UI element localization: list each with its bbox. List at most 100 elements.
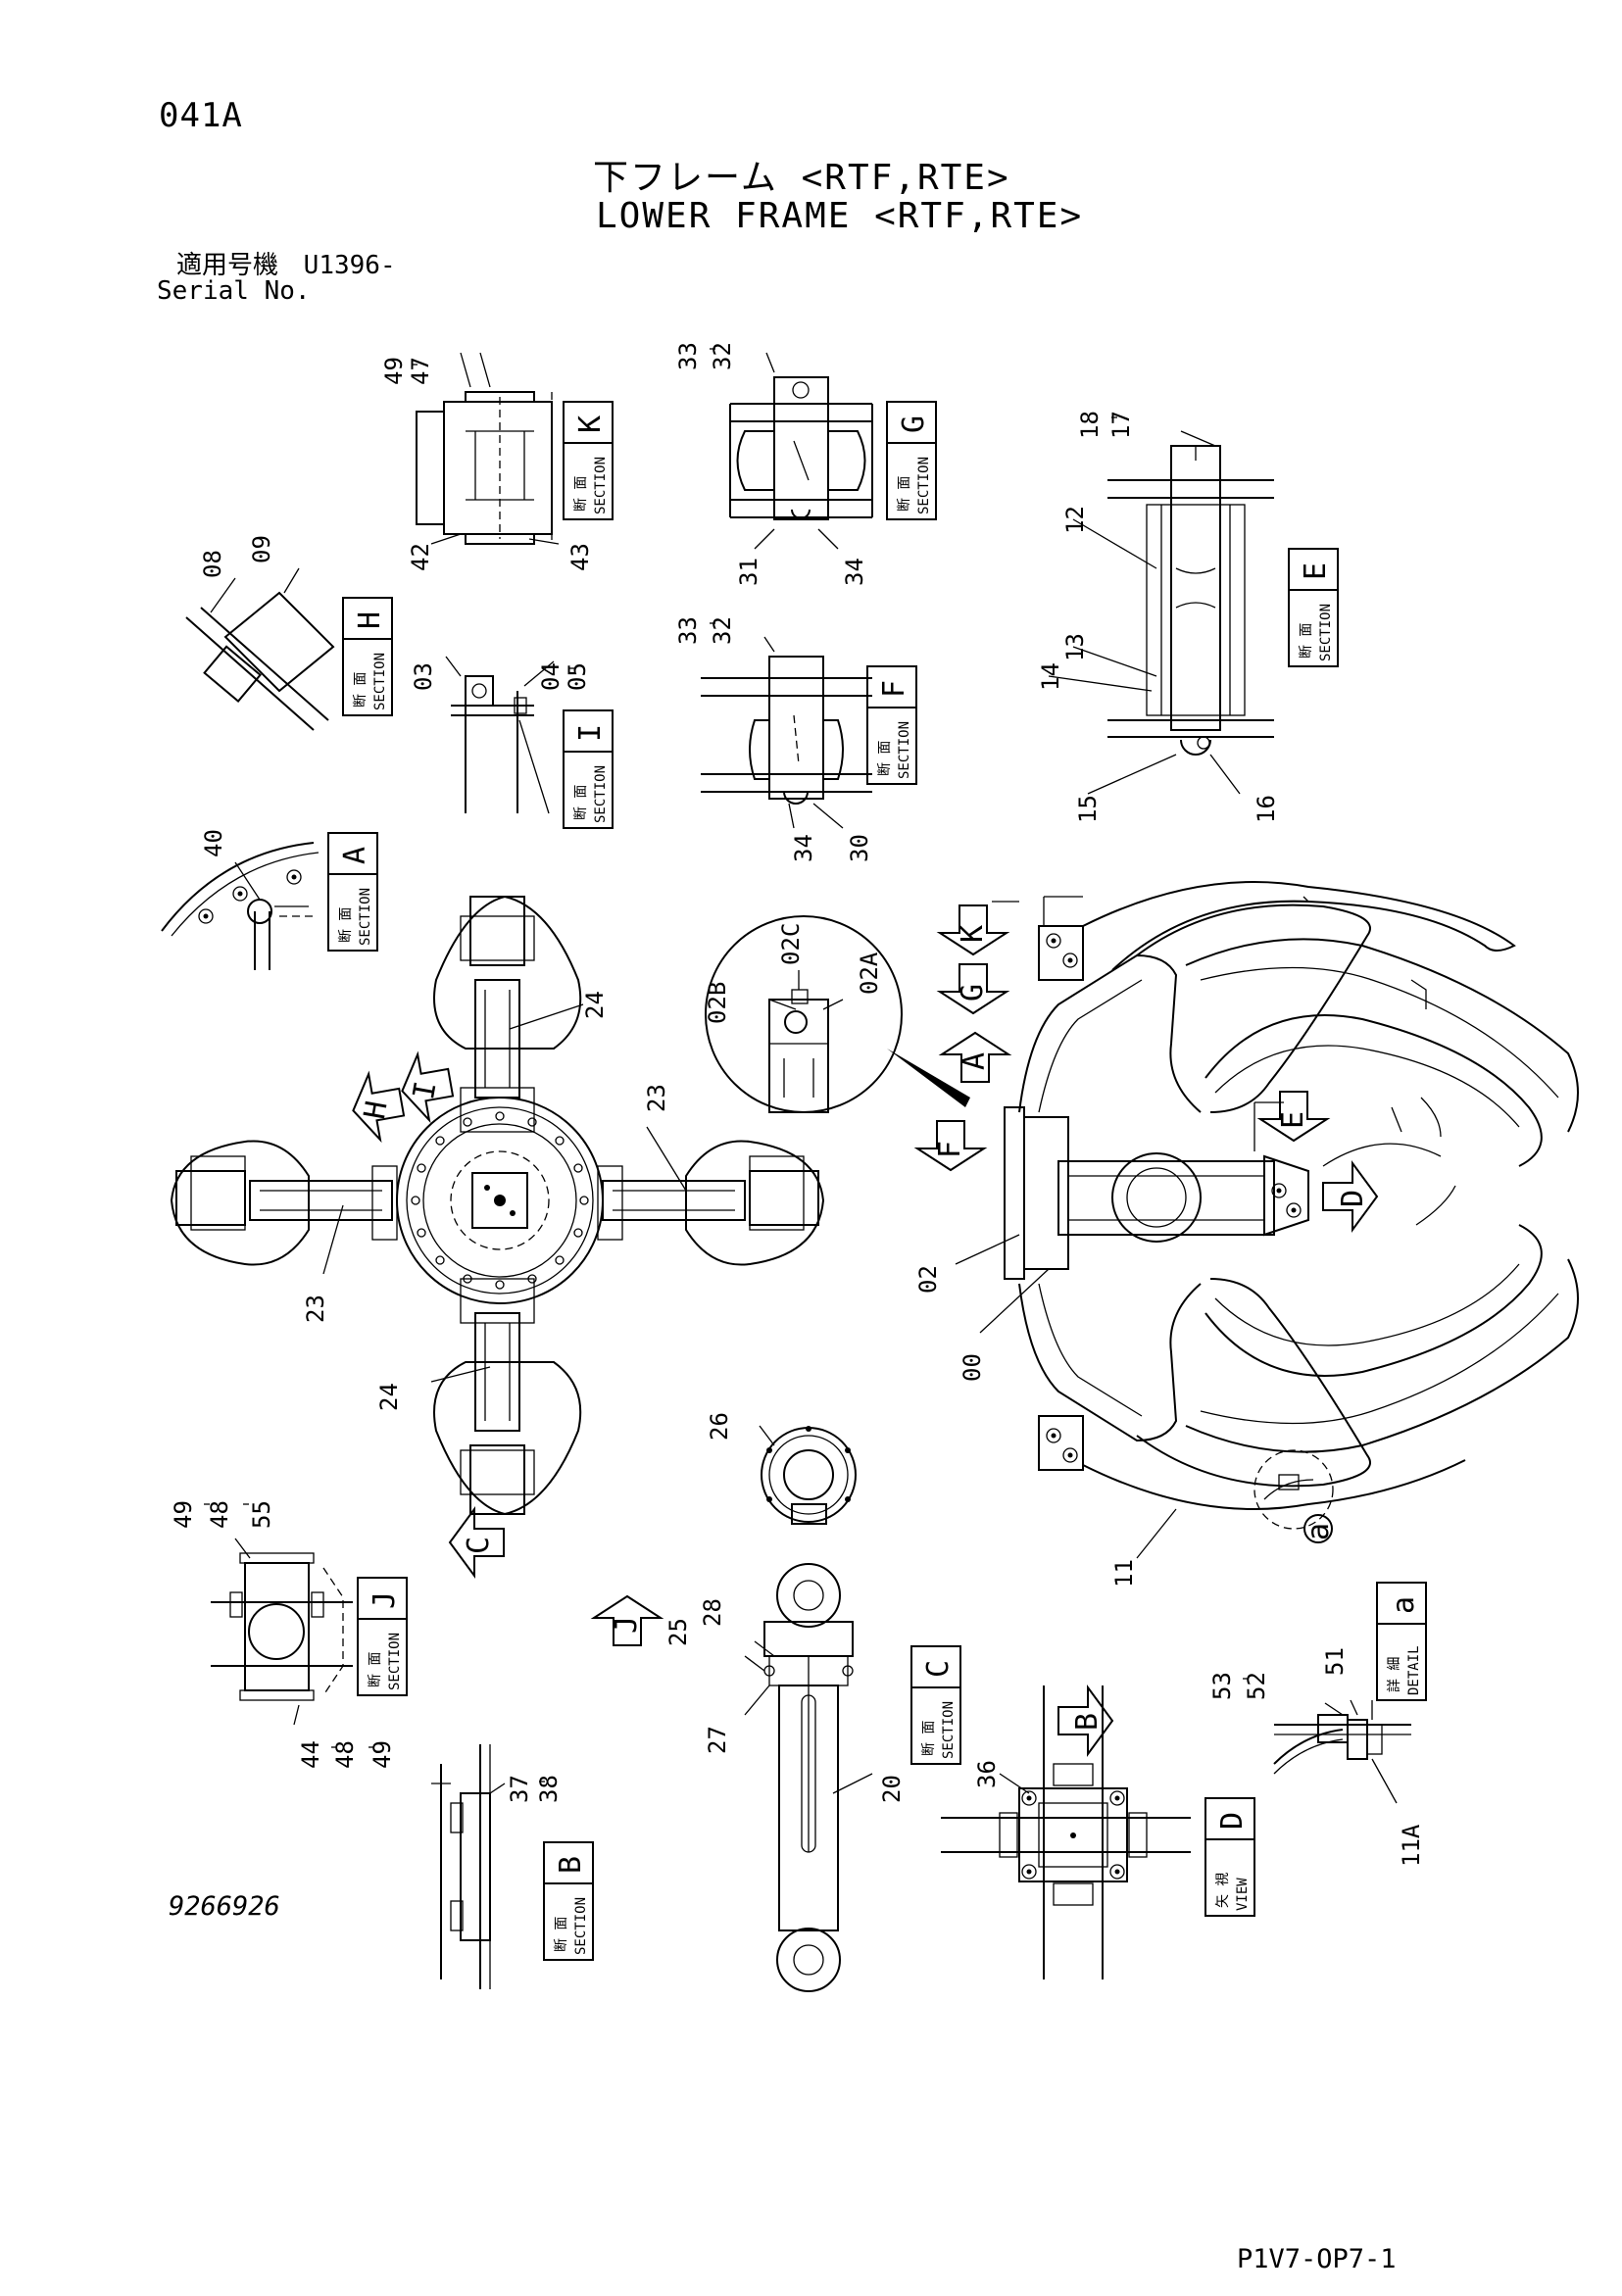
part-label: 34 [841, 558, 868, 586]
serial-value: U1396- [303, 251, 396, 280]
part-label: 11A [1398, 1824, 1425, 1867]
section-box-a-id: A [338, 847, 372, 864]
part-label: 13 [1061, 633, 1089, 661]
part-label: 34 [790, 834, 817, 862]
view-d [941, 1685, 1191, 1979]
part-label: 32 [709, 342, 736, 370]
section-b-view [431, 1744, 506, 1989]
section-box-c: 断 面 SECTION C [910, 1645, 961, 1765]
section-box-k-jp: 断 面 [573, 476, 589, 512]
view-arrow-j-label: J [610, 1616, 644, 1634]
section-box-j-en: SECTION [387, 1633, 403, 1690]
section-box-e: 断 面 SECTION E [1288, 548, 1339, 667]
section-box-detail-a-en: DETAIL [1406, 1645, 1422, 1695]
part-label: 00 [958, 1353, 986, 1382]
section-box-f-jp: 断 面 [877, 741, 893, 776]
section-box-view-d: 矢 視 VIEW D [1204, 1797, 1255, 1917]
section-box-j-id: J [368, 1591, 402, 1609]
section-box-a-jp: 断 面 [338, 907, 354, 943]
part-label: 47 [407, 357, 434, 385]
part-label: 02B [704, 982, 731, 1024]
section-box-e-en: SECTION [1318, 604, 1334, 661]
part-label: 25 [664, 1618, 692, 1646]
section-i-view [445, 656, 555, 814]
section-box-g-en: SECTION [916, 457, 932, 514]
part-label: 14 [1037, 662, 1064, 691]
section-box-a-en: SECTION [358, 888, 373, 946]
part-label: 09 [248, 535, 275, 563]
view-arrow-h-label: H [358, 1099, 395, 1122]
section-box-i: 断 面 SECTION I [563, 709, 614, 829]
part-label: 36 [973, 1760, 1001, 1788]
part-label: 48 [331, 1740, 359, 1769]
view-arrow-f: F [913, 1120, 988, 1172]
lower-frame-cross-view [170, 895, 825, 1516]
view-arrow-g-label: G [956, 984, 990, 1001]
part-label: 51 [1321, 1647, 1349, 1676]
section-box-f-en: SECTION [897, 721, 912, 779]
part-label: 43 [566, 543, 594, 571]
section-box-c-jp: 断 面 [921, 1721, 937, 1756]
section-box-j-jp: 断 面 [368, 1652, 383, 1687]
view-arrow-c: C [448, 1505, 505, 1580]
part-label: 16 [1253, 795, 1280, 823]
detail-02-circle [705, 915, 970, 1113]
section-box-e-id: E [1299, 562, 1333, 580]
section-box-b-en: SECTION [573, 1897, 589, 1955]
section-box-c-en: SECTION [941, 1701, 957, 1759]
view-arrow-k-label: K [956, 925, 990, 943]
section-box-k-id: K [573, 415, 608, 433]
part-label: 28 [699, 1598, 726, 1627]
section-box-b: 断 面 SECTION B [543, 1841, 594, 1961]
section-box-h-en: SECTION [372, 653, 388, 710]
part-label: 52 [1243, 1672, 1270, 1700]
section-box-f-id: F [877, 680, 911, 698]
section-box-h-id: H [353, 611, 387, 629]
part-label: 31 [735, 558, 762, 586]
section-e-view [1048, 430, 1274, 795]
part-label: 02A [856, 952, 883, 995]
part-label: 40 [200, 829, 227, 857]
view-arrow-i-label: I [407, 1079, 444, 1102]
view-arrow-b: B [1057, 1684, 1114, 1758]
view-arrow-g: G [936, 963, 1010, 1015]
view-arrow-c-label: C [462, 1537, 496, 1554]
part-label: 33 [674, 342, 702, 370]
section-box-f: 断 面 SECTION F [866, 665, 917, 785]
part-label: 11 [1110, 1559, 1138, 1588]
section-box-i-en: SECTION [593, 765, 609, 823]
part-26-view [759, 1425, 857, 1525]
part-label: 05 [564, 662, 591, 691]
serial-label-japanese: 適用号機 U1396- [176, 253, 396, 278]
section-a-view [161, 842, 319, 970]
section-box-view-d-id: D [1215, 1812, 1250, 1830]
section-box-h-jp: 断 面 [353, 672, 369, 708]
part-label: 02 [914, 1265, 942, 1294]
title-english: LOWER FRAME <RTF,RTE> [596, 196, 1084, 236]
section-box-g-id: G [897, 415, 931, 433]
section-box-view-d-en: VIEW [1235, 1878, 1251, 1911]
section-box-g-jp: 断 面 [897, 476, 912, 512]
view-arrow-a: A [938, 1031, 1012, 1083]
view-arrow-d-label: D [1336, 1190, 1370, 1207]
view-arrow-e-label: E [1276, 1111, 1310, 1129]
part-label: 03 [410, 662, 437, 691]
detail-marker-a-label: a [1302, 1523, 1336, 1540]
drawing-number: 9266926 [169, 1891, 280, 1922]
view-arrow-d: D [1322, 1159, 1379, 1234]
section-box-i-jp: 断 面 [573, 785, 589, 820]
view-arrow-e: E [1253, 1091, 1331, 1151]
view-arrow-a-label: A [958, 1052, 992, 1070]
part-label: 18 [1076, 411, 1104, 439]
grapple-attachment-view [955, 881, 1579, 1559]
part-label: 24 [375, 1383, 403, 1411]
section-box-g: 断 面 SECTION G [886, 401, 937, 520]
sheet-code: P1V7-OP7-1 [1237, 2244, 1397, 2274]
view-arrow-j: J [590, 1594, 664, 1646]
section-f-view [701, 636, 872, 829]
part-label: 30 [846, 834, 873, 862]
part-label: 23 [302, 1295, 329, 1323]
part-label: 42 [407, 543, 434, 571]
view-arrow-h: H [352, 1070, 406, 1144]
section-box-e-jp: 断 面 [1299, 623, 1314, 659]
